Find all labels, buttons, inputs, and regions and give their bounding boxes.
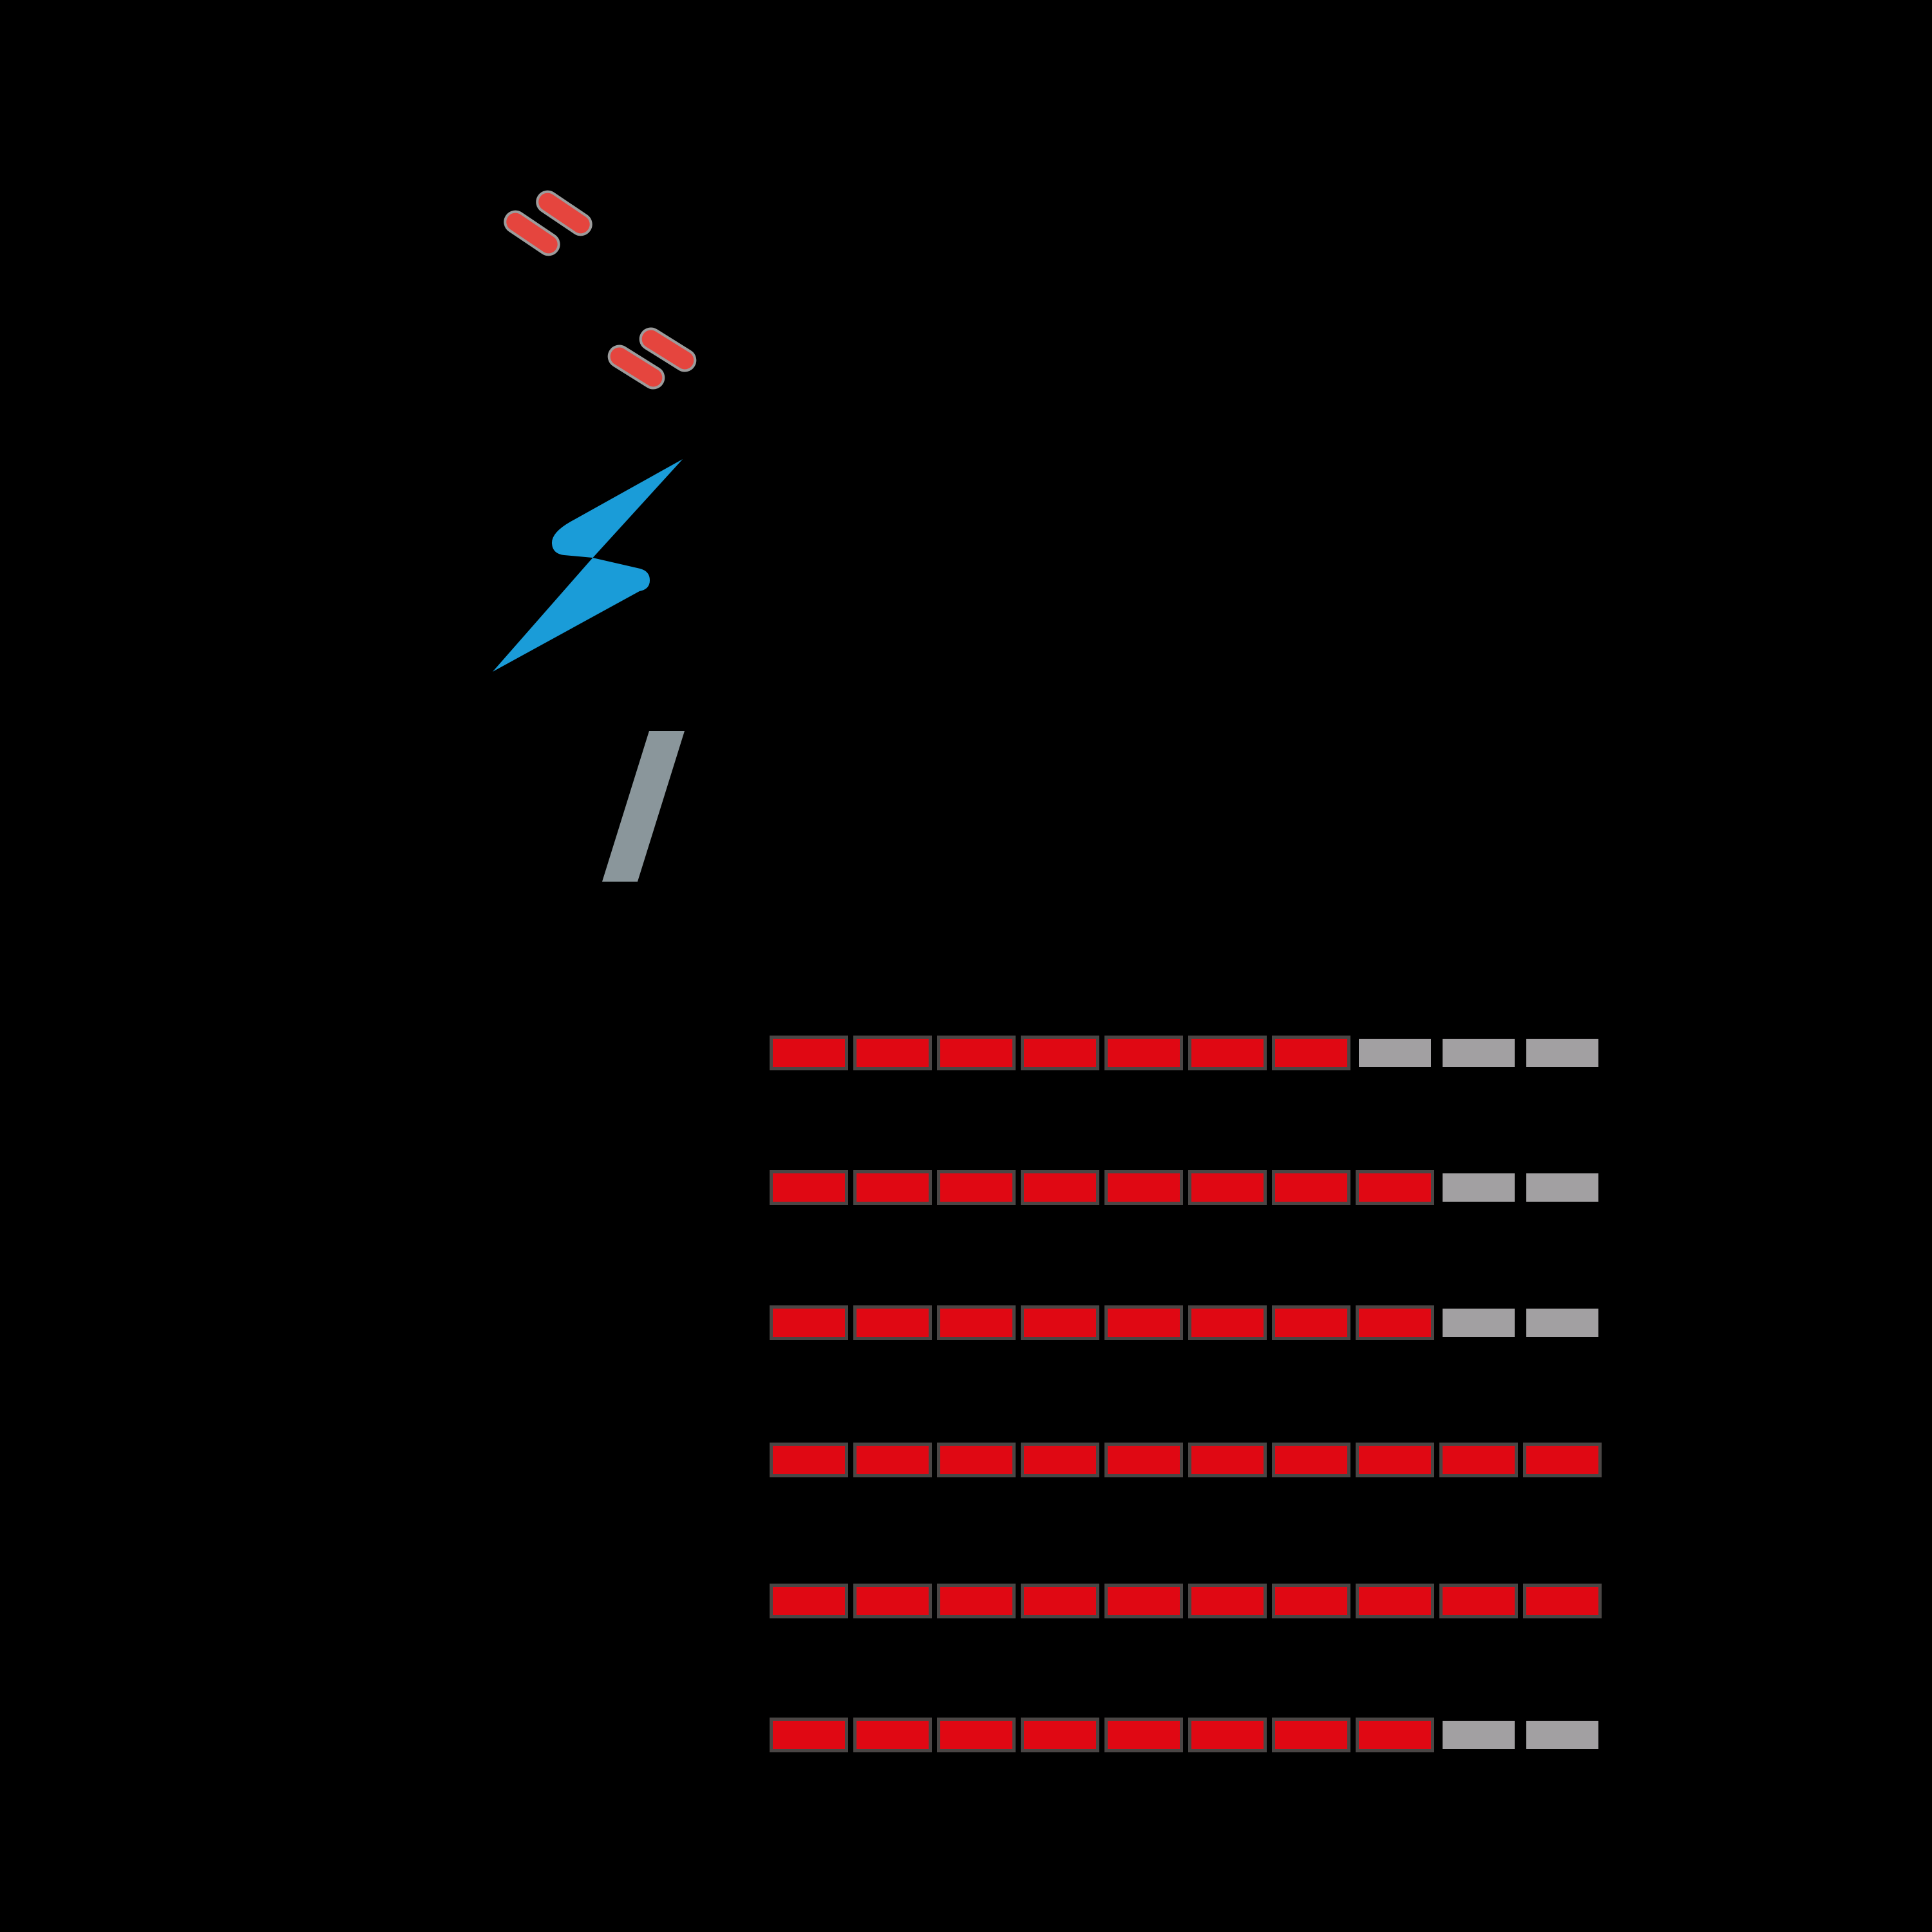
rating-segment-filled [1272, 1305, 1350, 1340]
rating-segment-empty [1526, 1309, 1598, 1337]
rating-segment-filled [1272, 1584, 1350, 1618]
rating-segment-filled [1188, 1718, 1267, 1752]
red-dash-icon [639, 327, 697, 372]
rating-segment-filled [770, 1584, 848, 1618]
rating-segment-filled [770, 1443, 848, 1477]
rating-segment-filled [937, 1718, 1016, 1752]
rating-segment-filled [1104, 1036, 1183, 1070]
rating-segment-filled [1188, 1443, 1267, 1477]
rating-segment-filled [1188, 1584, 1267, 1618]
rating-segment-filled [1188, 1170, 1267, 1205]
double-dash-icon-middle [607, 327, 697, 390]
rating-segment-filled [770, 1036, 848, 1070]
rating-segment-filled [770, 1718, 848, 1752]
rating-segment-empty [1443, 1721, 1515, 1749]
rating-segment-filled [1356, 1443, 1434, 1477]
rating-row-2 [770, 1170, 1604, 1205]
rating-row-6 [770, 1718, 1604, 1752]
rating-segment-filled [1272, 1036, 1350, 1070]
rating-segment-filled [1188, 1036, 1267, 1070]
rating-segment-filled [937, 1170, 1016, 1205]
rating-segment-filled [1356, 1718, 1434, 1752]
rating-segment-empty [1359, 1039, 1431, 1067]
rating-segment-filled [1021, 1170, 1099, 1205]
rating-segment-filled [1439, 1443, 1518, 1477]
rating-segment-filled [1021, 1584, 1099, 1618]
rating-segment-filled [937, 1036, 1016, 1070]
rating-segment-filled [1021, 1036, 1099, 1070]
rating-segment-filled [1021, 1443, 1099, 1477]
rating-segment-filled [853, 1305, 932, 1340]
rating-segment-filled [1021, 1305, 1099, 1340]
rating-segment-filled [770, 1305, 848, 1340]
rating-row-5 [770, 1584, 1604, 1618]
rating-segment-filled [1356, 1305, 1434, 1340]
rating-segment-filled [1104, 1443, 1183, 1477]
rating-segment-filled [1523, 1584, 1602, 1618]
red-dash-icon [607, 345, 665, 390]
rating-segment-filled [1021, 1718, 1099, 1752]
rating-row-3 [770, 1305, 1604, 1340]
rating-segment-empty [1526, 1721, 1598, 1749]
rating-segment-filled [1272, 1443, 1350, 1477]
rating-segment-empty [1443, 1173, 1515, 1202]
rating-segment-empty [1526, 1173, 1598, 1202]
rating-segment-filled [853, 1443, 932, 1477]
rating-segment-empty [1526, 1039, 1598, 1067]
rating-segment-filled [853, 1718, 932, 1752]
rating-segment-filled [1439, 1584, 1518, 1618]
rating-segment-filled [1104, 1718, 1183, 1752]
rating-row-1 [770, 1036, 1604, 1070]
rating-segment-filled [1188, 1305, 1267, 1340]
rating-segment-filled [770, 1170, 848, 1205]
rating-segment-filled [1104, 1305, 1183, 1340]
rating-segment-filled [853, 1584, 932, 1618]
rating-segment-filled [937, 1443, 1016, 1477]
rating-segment-filled [853, 1170, 932, 1205]
lightning-bolt-icon [493, 459, 683, 672]
rating-segment-filled [1104, 1584, 1183, 1618]
rating-segment-filled [1356, 1584, 1434, 1618]
rating-segment-filled [1356, 1170, 1434, 1205]
rating-segment-filled [937, 1305, 1016, 1340]
rating-segment-filled [1523, 1443, 1602, 1477]
rating-segment-filled [1272, 1170, 1350, 1205]
rating-segment-filled [853, 1036, 932, 1070]
red-dash-icon [504, 210, 560, 256]
rating-segment-empty [1443, 1039, 1515, 1067]
rating-segment-filled [1272, 1718, 1350, 1752]
double-dash-icon-top [504, 190, 592, 256]
rating-segment-filled [1104, 1170, 1183, 1205]
red-dash-icon [536, 190, 592, 236]
rating-segment-empty [1443, 1309, 1515, 1337]
slash-bar-icon [602, 731, 685, 882]
rating-row-4 [770, 1443, 1604, 1477]
rating-segment-filled [937, 1584, 1016, 1618]
